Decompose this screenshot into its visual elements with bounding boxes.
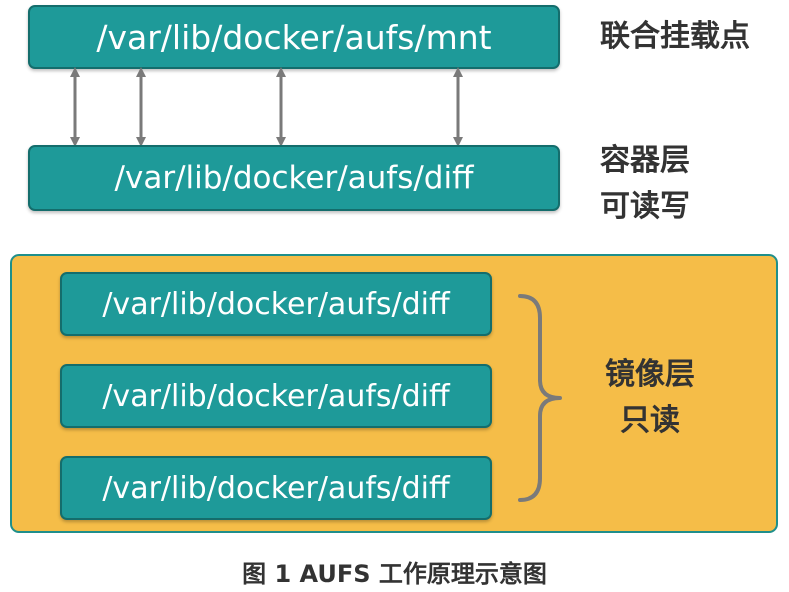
container-layer-label-line1: 容器层 — [600, 143, 690, 178]
image-layer-box: /var/lib/docker/aufs/diff — [60, 364, 492, 428]
image-layer-box: /var/lib/docker/aufs/diff — [60, 272, 492, 336]
image-layer-box: /var/lib/docker/aufs/diff — [60, 456, 492, 520]
container-layer-label-line2: 可读写 — [600, 189, 690, 224]
image-layers-label-line2: 只读 — [620, 403, 680, 438]
figure-caption: 图 1 AUFS 工作原理示意图 — [242, 560, 547, 588]
image-layers-label: 镜像层 只读 — [598, 352, 702, 444]
container-layer-box: /var/lib/docker/aufs/diff — [28, 145, 560, 211]
right-brace-icon — [518, 294, 562, 502]
image-layers-label-line1: 镜像层 — [605, 357, 695, 392]
mount-point-box: /var/lib/docker/aufs/mnt — [28, 5, 560, 69]
container-layer-label: 容器层 可读写 — [600, 138, 690, 230]
mount-point-label: 联合挂载点 — [600, 19, 750, 54]
